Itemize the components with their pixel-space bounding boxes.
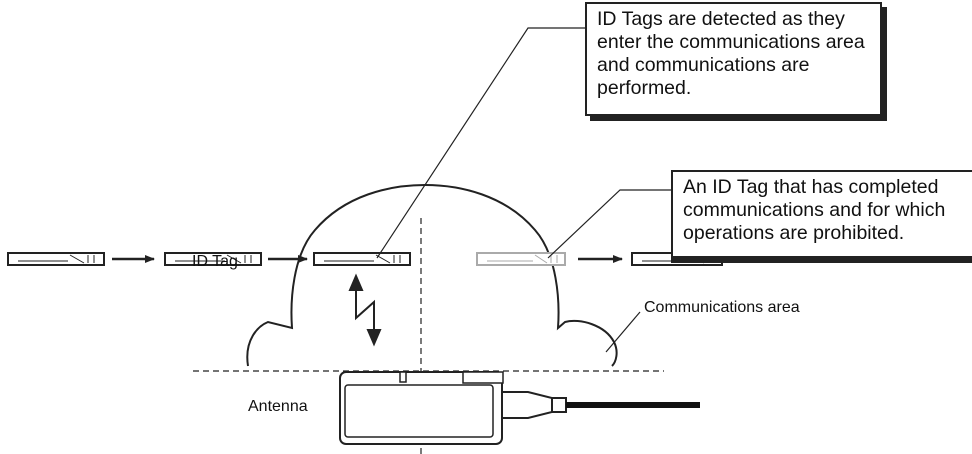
communications-area-outline — [246, 183, 618, 367]
callout-detected: ID Tags are detected as they enter the c… — [585, 2, 882, 116]
id-tag-1 — [7, 252, 105, 266]
communication-signal-icon — [348, 273, 382, 347]
id-tag-label: ID Tag — [192, 253, 238, 270]
callout-leader-1 — [376, 27, 585, 259]
antenna-body — [339, 371, 700, 445]
communications-area-label: Communications area — [644, 299, 800, 316]
id-tag-2 — [164, 252, 262, 266]
callout-detected-text: ID Tags are detected as they enter the c… — [597, 8, 865, 99]
callout-leader-2 — [547, 189, 671, 259]
callout-prohibited: An ID Tag that has completed communicati… — [671, 170, 972, 258]
id-tag-3 — [313, 252, 411, 266]
area-label-leader — [605, 311, 641, 353]
antenna-label: Antenna — [248, 398, 308, 415]
id-tag-4-inactive — [476, 252, 566, 266]
callout-prohibited-text: An ID Tag that has completed communicati… — [683, 176, 946, 244]
